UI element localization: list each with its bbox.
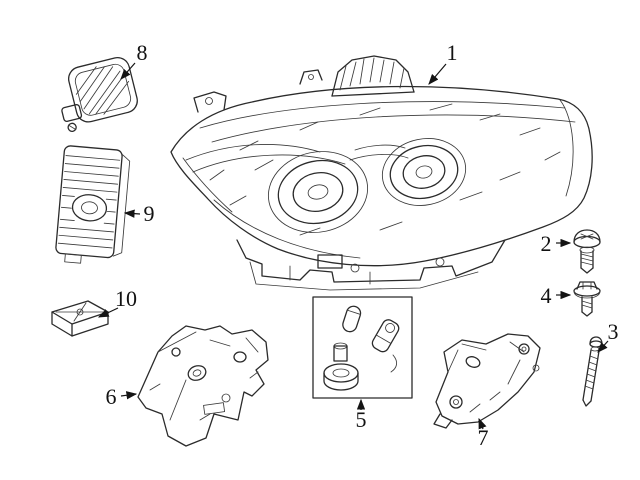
headlight-lower-bracket [236,239,506,291]
callout-2[interactable]: 2 [541,231,572,256]
screw-3-drawing [582,336,603,407]
callout-7[interactable]: 7 [478,417,489,450]
callout-7-leader [478,417,487,430]
callout-8-leader [120,62,136,80]
hatch-marks [209,103,561,236]
bracket-left-drawing [137,325,269,447]
callout-5[interactable]: 5 [356,398,367,432]
callout-7-label[interactable]: 7 [478,425,489,450]
callout-10-leader [97,307,119,318]
projector-lens-left [267,151,369,233]
callout-3-leader [597,340,609,353]
led-module-drawing [61,56,138,132]
callout-3-label[interactable]: 3 [608,319,619,344]
callout-4[interactable]: 4 [541,283,572,308]
small-module-drawing [51,300,109,337]
bolt-4-drawing [573,281,601,317]
callout-8[interactable]: 8 [120,40,148,80]
callout-1[interactable]: 1 [428,40,458,85]
callout-9-label[interactable]: 9 [144,201,155,226]
callout-8-label[interactable]: 8 [137,40,148,65]
callout-10-label[interactable]: 10 [115,286,137,311]
callout-5-label[interactable]: 5 [356,407,367,432]
screw-2-drawing [573,229,601,274]
control-module-drawing [55,145,131,264]
callout-3[interactable]: 3 [597,319,619,353]
callout-4-label[interactable]: 4 [541,283,552,308]
callout-6-leader [120,391,138,400]
headlight-assembly-drawing [170,55,593,291]
bracket-right-drawing [433,333,541,429]
callout-2-label[interactable]: 2 [541,231,552,256]
callout-6-label[interactable]: 6 [106,384,117,409]
callout-10[interactable]: 10 [97,286,137,318]
projector-lens-right [381,138,467,206]
callout-9[interactable]: 9 [123,201,155,226]
callout-6[interactable]: 6 [106,384,138,409]
bulb-kit-box-drawing [312,296,413,399]
heat-sink-fins [331,55,415,97]
callout-1-leader [428,63,447,85]
callout-9-leader [123,209,141,218]
callout-1-label[interactable]: 1 [447,40,458,65]
